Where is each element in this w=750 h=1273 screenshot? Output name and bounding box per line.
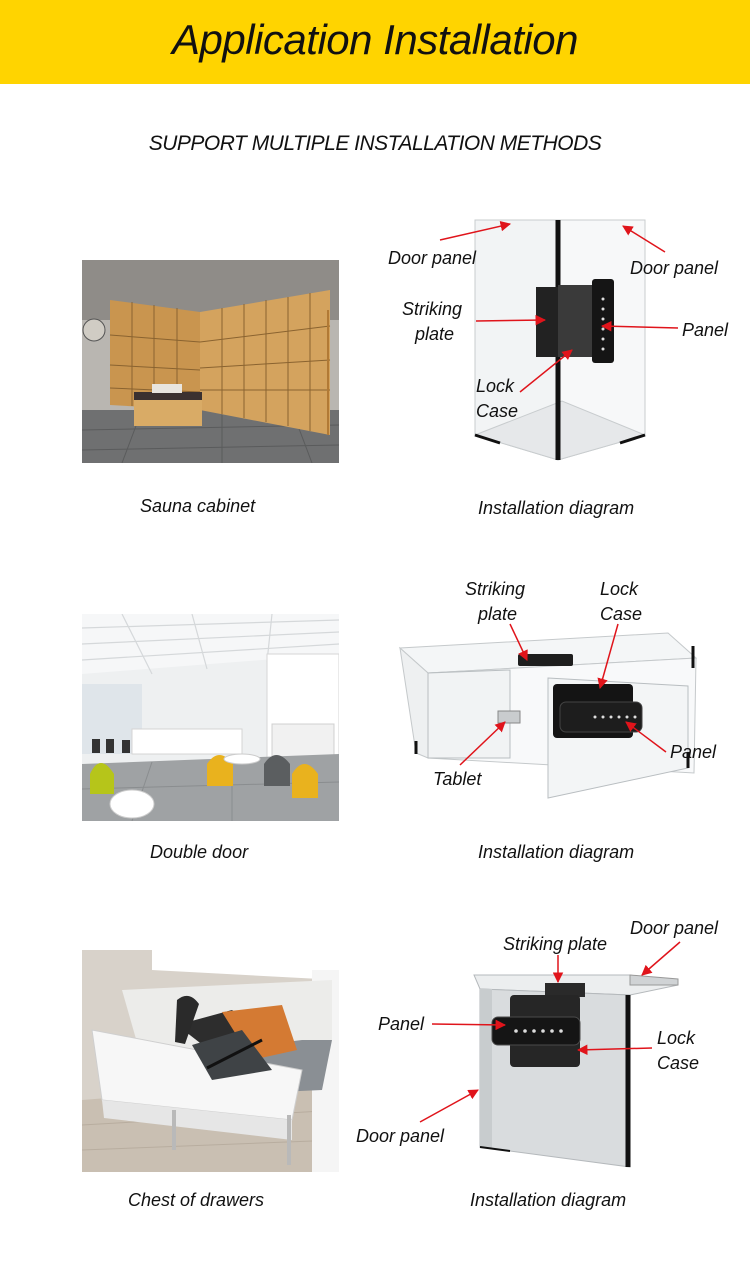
label-door-panel-bottom: Door panel: [356, 1126, 445, 1146]
page-title: Application Installation: [172, 16, 578, 63]
label-panel: Panel: [378, 1014, 425, 1034]
label-lock-case-line2: Case: [600, 604, 643, 624]
chest-of-drawers-photo: [82, 950, 339, 1172]
sauna-cabinet-caption: Sauna cabinet: [140, 496, 256, 516]
sauna-diagram-caption: Installation diagram: [478, 498, 635, 518]
label-panel: Panel: [682, 320, 729, 340]
label-lock-case-line1: Lock: [600, 579, 639, 599]
drawer-diagram-caption: Installation diagram: [470, 1190, 627, 1210]
label-striking-plate-line1: Striking: [402, 299, 463, 319]
label-striking-plate-line1: Striking: [465, 579, 526, 599]
double-door-diagram-caption: Installation diagram: [478, 842, 635, 862]
label-striking-plate-line2: plate: [478, 604, 518, 624]
label-tablet: Tablet: [433, 769, 482, 789]
label-door-panel-left: Door panel: [388, 248, 477, 268]
double-door-caption: Double door: [150, 842, 249, 862]
double-door-installation-diagram: [398, 628, 698, 828]
label-lock-case-line1: Lock: [657, 1028, 696, 1048]
section-subtitle: SUPPORT MULTIPLE INSTALLATION METHODS: [148, 132, 602, 155]
drawer-installation-diagram: [470, 965, 680, 1170]
label-lock-case-line2: Case: [476, 401, 519, 421]
label-striking-plate-line2: plate: [415, 324, 455, 344]
sauna-cabinet-photo: [82, 260, 339, 463]
chest-of-drawers-caption: Chest of drawers: [128, 1190, 265, 1210]
label-striking-plate: Striking plate: [503, 934, 608, 954]
label-lock-case-line1: Lock: [476, 376, 515, 396]
double-door-photo: [82, 614, 339, 821]
sauna-installation-diagram: [470, 215, 655, 465]
label-door-panel-right: Door panel: [630, 258, 719, 278]
label-door-panel-top: Door panel: [630, 918, 719, 938]
label-lock-case-line2: Case: [657, 1053, 700, 1073]
label-panel: Panel: [670, 742, 717, 762]
header-banner: Application Installation: [0, 0, 750, 84]
